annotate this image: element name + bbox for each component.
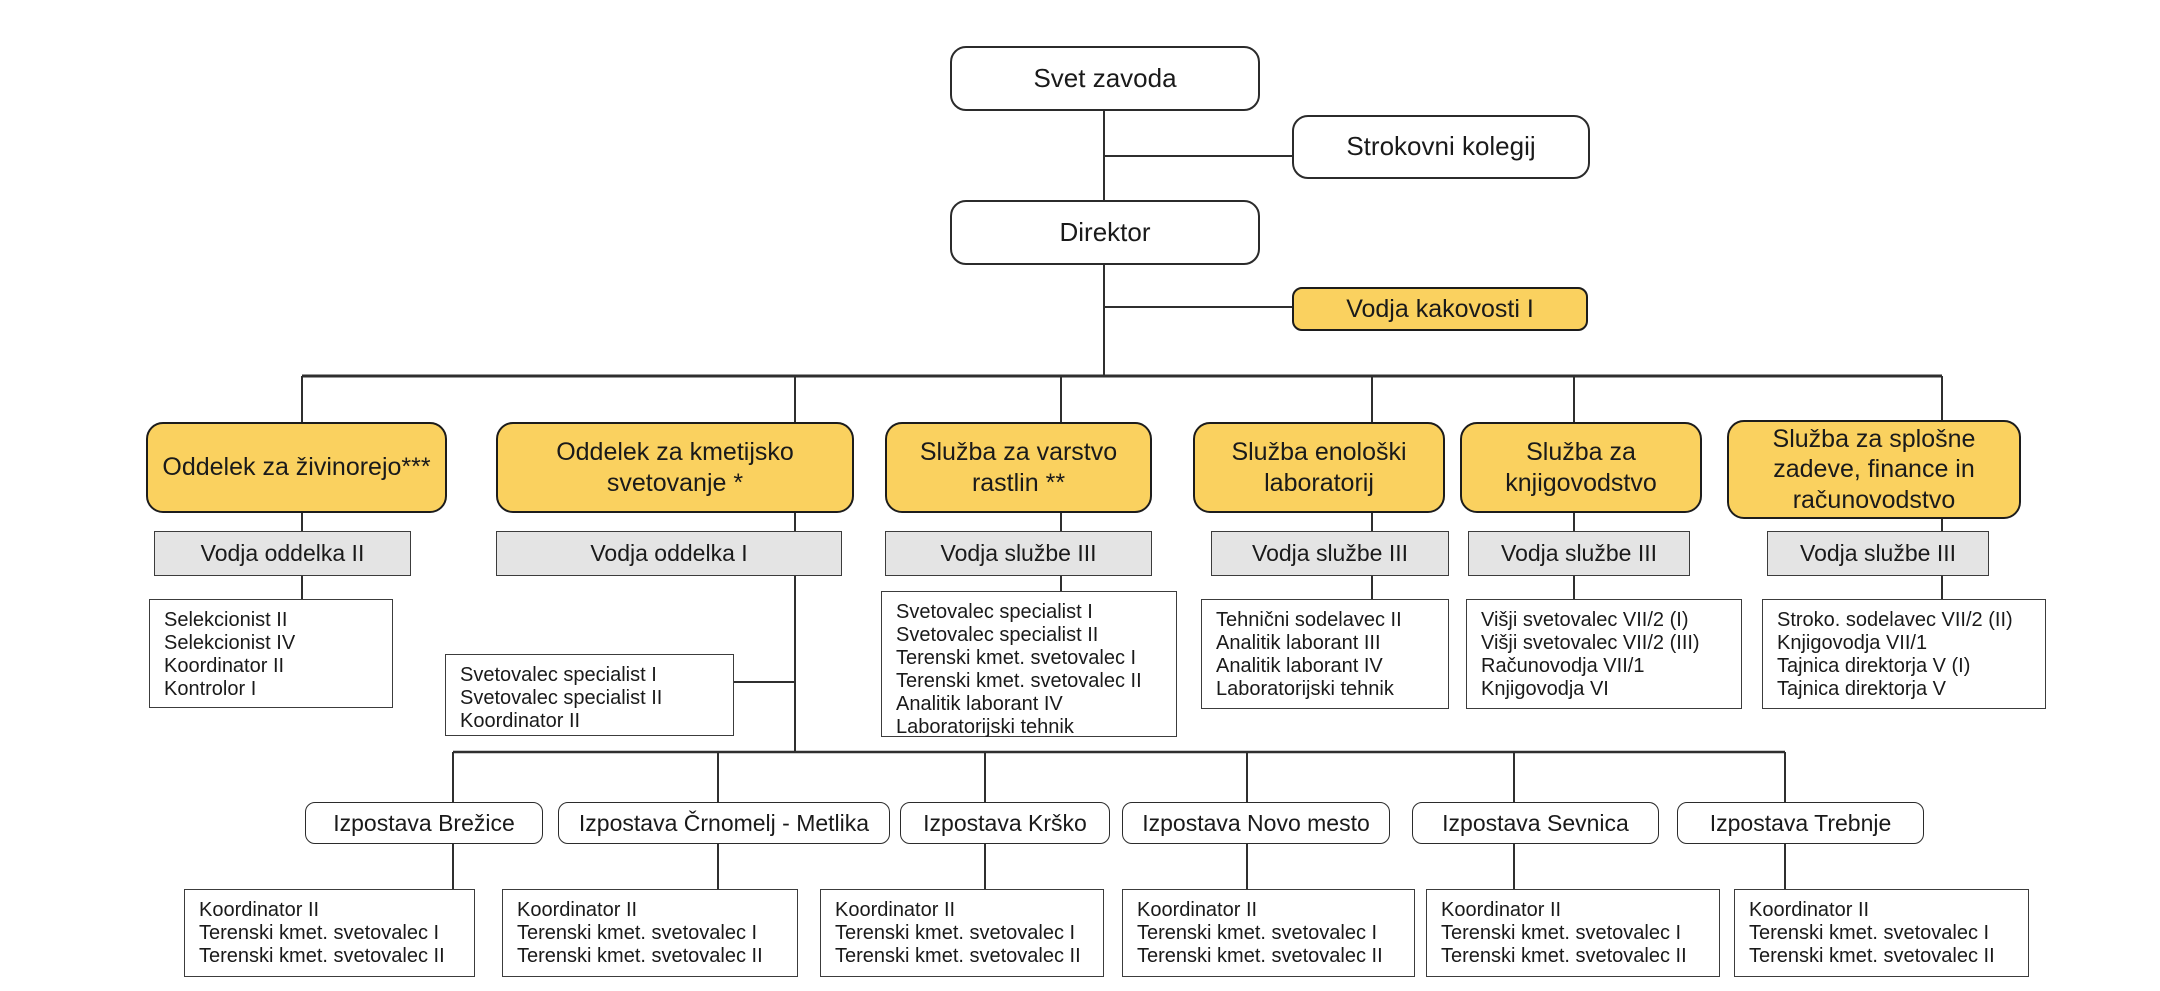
- department-staff-box: Svetovalec specialist I Svetovalec speci…: [881, 591, 1177, 738]
- department-head-box: Vodja oddelka II: [154, 531, 411, 576]
- branch-box: Izpostava Sevnica: [1412, 802, 1659, 844]
- branch-staff-box: Koordinator II Terenski kmet. svetovalec…: [1426, 889, 1720, 977]
- branch-box: Izpostava Brežice: [305, 802, 543, 844]
- branch-staff-box: Koordinator II Terenski kmet. svetovalec…: [1734, 889, 2029, 977]
- department-head-box: Vodja službe III: [1767, 531, 1989, 576]
- department-box: Služba enološki laboratorij: [1193, 422, 1445, 513]
- department-box: Služba za splošne zadeve, finance in rač…: [1727, 420, 2021, 519]
- department-box: Služba za varstvo rastlin **: [885, 422, 1152, 513]
- college-box: Strokovni kolegij: [1292, 115, 1590, 179]
- branch-box: Izpostava Novo mesto: [1122, 802, 1390, 844]
- council-box: Svet zavoda: [950, 46, 1260, 111]
- branch-staff-box: Koordinator II Terenski kmet. svetovalec…: [502, 889, 798, 977]
- quality-lead-box: Vodja kakovosti I: [1292, 287, 1588, 331]
- department-staff-box: Tehnični sodelavec II Analitik laborant …: [1201, 599, 1449, 709]
- director-box: Direktor: [950, 200, 1260, 265]
- department-box: Oddelek za živinorejo***: [146, 422, 447, 513]
- branch-staff-box: Koordinator II Terenski kmet. svetovalec…: [184, 889, 475, 977]
- branch-box: Izpostava Trebnje: [1677, 802, 1924, 844]
- department-box: Oddelek za kmetijsko svetovanje *: [496, 422, 854, 513]
- department-staff-box: Selekcionist II Selekcionist IV Koordina…: [149, 599, 393, 708]
- department-head-box: Vodja službe III: [1468, 531, 1690, 576]
- branch-staff-box: Koordinator II Terenski kmet. svetovalec…: [820, 889, 1104, 977]
- department-head-box: Vodja službe III: [885, 531, 1152, 576]
- department-head-box: Vodja oddelka I: [496, 531, 842, 576]
- department-staff-box: Svetovalec specialist I Svetovalec speci…: [445, 654, 734, 736]
- branch-box: Izpostava Črnomelj - Metlika: [558, 802, 890, 844]
- department-staff-box: Višji svetovalec VII/2 (I) Višji svetova…: [1466, 599, 1742, 709]
- branch-staff-box: Koordinator II Terenski kmet. svetovalec…: [1122, 889, 1415, 977]
- department-head-box: Vodja službe III: [1211, 531, 1449, 576]
- department-staff-box: Stroko. sodelavec VII/2 (II) Knjigovodja…: [1762, 599, 2046, 709]
- department-box: Služba za knjigovodstvo: [1460, 422, 1702, 513]
- branch-box: Izpostava Krško: [900, 802, 1110, 844]
